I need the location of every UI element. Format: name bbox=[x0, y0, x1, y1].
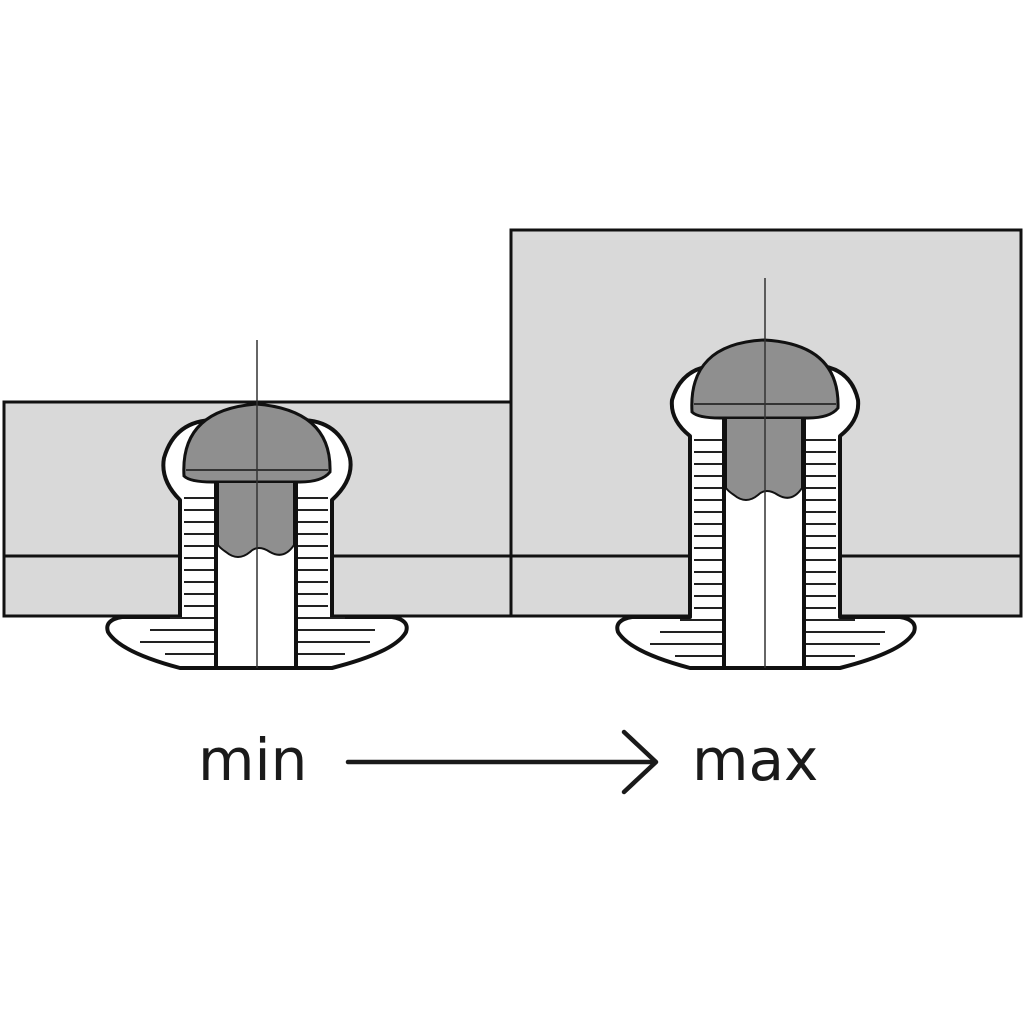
min-mandrel-shank bbox=[217, 481, 295, 558]
min-to-max-arrow bbox=[345, 729, 659, 795]
max-mandrel-shank bbox=[725, 417, 803, 501]
max-assembly bbox=[509, 228, 1023, 670]
min-label: min bbox=[198, 726, 307, 794]
max-label: max bbox=[692, 726, 818, 794]
min-sleeve-hatch-right bbox=[298, 497, 375, 655]
min-sleeve-hatch-left bbox=[140, 497, 214, 655]
max-rivet-body bbox=[615, 363, 917, 670]
max-sleeve-hatch-right bbox=[806, 439, 885, 657]
max-sleeve-hatch-left bbox=[650, 439, 722, 657]
min-assembly bbox=[2, 340, 513, 670]
